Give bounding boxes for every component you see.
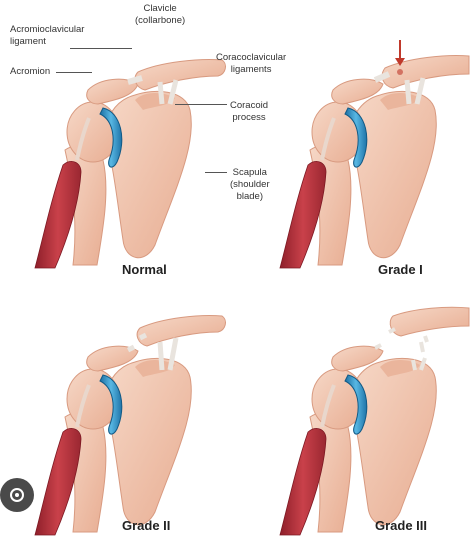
leader-ac: [70, 48, 132, 49]
label-ac-line1: Acromioclavicular: [10, 24, 84, 36]
visual-search-icon[interactable]: [0, 478, 34, 512]
shoulder-illustration-grade-3: [235, 272, 470, 544]
panel-grade-3: Grade III: [235, 272, 470, 544]
label-acromion: Acromion: [10, 66, 50, 78]
label-clavicle-line2: (collarbone): [135, 15, 185, 27]
label-clavicle-line1: Clavicle: [135, 3, 185, 15]
label-clavicle: Clavicle (collarbone): [135, 3, 185, 27]
shoulder-illustration-grade-1: [235, 0, 470, 272]
shoulder-illustration-grade-2: [0, 272, 235, 544]
leader-coracoid: [175, 104, 227, 105]
label-ac-line2: ligament: [10, 36, 84, 48]
leader-acromion: [56, 72, 92, 73]
caption-grade-3: Grade III: [375, 518, 427, 533]
label-acromioclavicular: Acromioclavicular ligament: [10, 24, 84, 48]
panel-normal: Clavicle (collarbone) Acromioclavicular …: [0, 0, 235, 272]
panel-grade-2: Grade II: [0, 272, 235, 544]
caption-grade-2: Grade II: [122, 518, 170, 533]
leader-scapula: [205, 172, 227, 173]
panel-grade-1: Grade I: [235, 0, 470, 272]
